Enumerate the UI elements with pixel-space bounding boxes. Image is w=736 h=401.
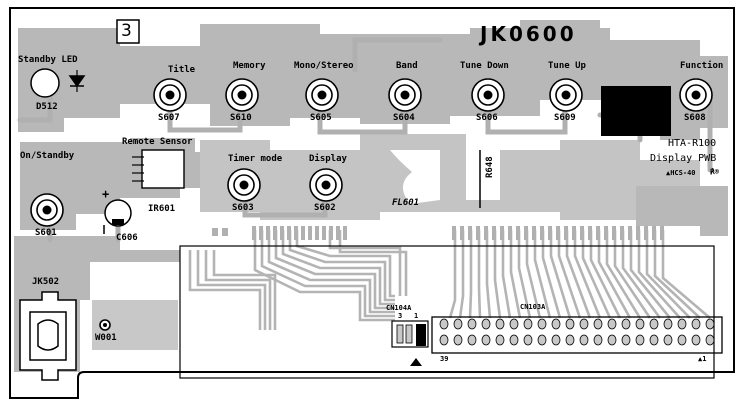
switch-s607 [153,78,187,112]
switch-ref: S602 [314,203,336,213]
capacitor-c606 [104,199,132,227]
switch-s609 [549,78,583,112]
ul-mark: ℟® [710,168,720,176]
switch-label: Title [168,65,196,75]
fl601-outline [179,245,715,379]
switch-ref: S604 [393,113,415,123]
capacitor-ref: C606 [116,233,138,243]
standby-led-ref: D512 [36,102,58,112]
switch-label: On/Standby [20,151,75,161]
remote-sensor [141,149,185,189]
cn104a-outline [391,320,429,348]
switch-layer [30,78,713,227]
switch-label: Mono/Stereo [294,61,354,71]
board-code: JK0600 [480,22,577,46]
cn104-ref: CN104A [386,304,412,312]
cn103a-outline [431,316,723,354]
pwb-name: Display PWB [650,153,717,164]
cn103a-pins [439,318,715,346]
switch-s604 [388,78,422,112]
cn104-pin1: 1 [414,312,419,320]
switch-s610 [225,78,259,112]
switch-ref: S607 [158,113,180,123]
switch-label: Memory [233,61,266,71]
switch-label: Tune Down [460,61,509,71]
cn104a-pin1 [416,324,426,346]
switch-ref: S610 [230,113,252,123]
section-number-box [116,19,140,44]
switch-s606 [471,78,505,112]
switch-s602 [309,168,343,202]
wire-ref: W001 [95,333,117,343]
switch-s601 [30,193,64,227]
switch-s603 [227,168,261,202]
section-number: 3 [121,21,132,41]
switch-ref: S605 [310,113,332,123]
cert-mark: ▲HCS-40 [666,169,696,177]
switch-label: Timer mode [228,154,283,164]
board-outline [9,7,735,399]
switch-ref: S603 [232,203,254,213]
remote-sensor-ref: IR601 [148,204,176,214]
switch-label: Display [309,154,347,164]
switch-label: Band [396,61,418,71]
jack-ref: JK502 [32,277,60,287]
resistor-ref: R648 [485,156,495,178]
remote-sensor-label: Remote Sensor [122,137,193,147]
switch-ref: S608 [684,113,706,123]
switch-s608 [679,78,713,112]
cn103-ref: CN103A [520,303,546,311]
cn103-pin39: 39 [440,355,449,363]
ribbon-traces-right [448,230,711,319]
switch-label: Tune Up [548,61,586,71]
cn104a-arrow [410,358,422,366]
ribbon-traces [188,230,408,330]
switch-ref: S606 [476,113,498,123]
standby-led-label: Standby LED [18,55,78,65]
cn103-pin1: ▲1 [698,355,707,363]
board-model: HTA-R100 [668,138,717,149]
fl601-pads [212,226,664,240]
black-chip [601,86,671,136]
cn104-pin3: 3 [398,312,403,320]
switch-ref: S601 [35,228,57,238]
standby-led [30,68,60,98]
switch-label: Function [680,61,724,71]
switch-s605 [305,78,339,112]
switch-ref: S609 [554,113,576,123]
fl601-ref: FL601 [392,198,420,208]
cn104a-pins [396,324,413,344]
capacitor-plus: + [102,187,110,201]
jack-jk502 [19,291,77,381]
